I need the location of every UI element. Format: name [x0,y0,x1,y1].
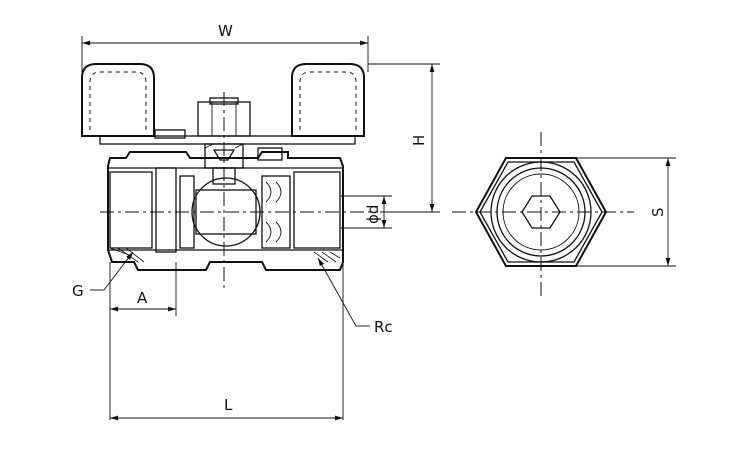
label-w: W [218,22,233,40]
label-a: A [137,289,148,307]
label-l: L [224,396,233,414]
label-s: S [649,207,667,217]
dimension-h: H [368,63,440,213]
end-cap-g [109,167,177,263]
dimension-phi-d: ϕd [340,195,392,229]
label-rc: Rc [374,318,393,336]
end-view [452,132,634,296]
label-h: H [410,135,428,146]
handle-right-wing [291,63,365,137]
handle-left-wing [81,63,155,137]
label-phi-d: ϕd [364,205,382,224]
dimension-a: A [109,262,177,420]
stem [204,143,283,185]
dimension-l: L [110,262,344,421]
stopper [154,129,186,139]
handle-base-plate [99,135,356,145]
label-g: G [72,282,84,300]
leader-g: G [72,251,134,300]
leader-rc: Rc [317,257,393,336]
dimension-s: S [576,157,676,267]
end-rc [293,171,341,263]
dimension-w: W [81,22,369,72]
side-view [81,63,378,290]
valve-body [107,151,344,271]
